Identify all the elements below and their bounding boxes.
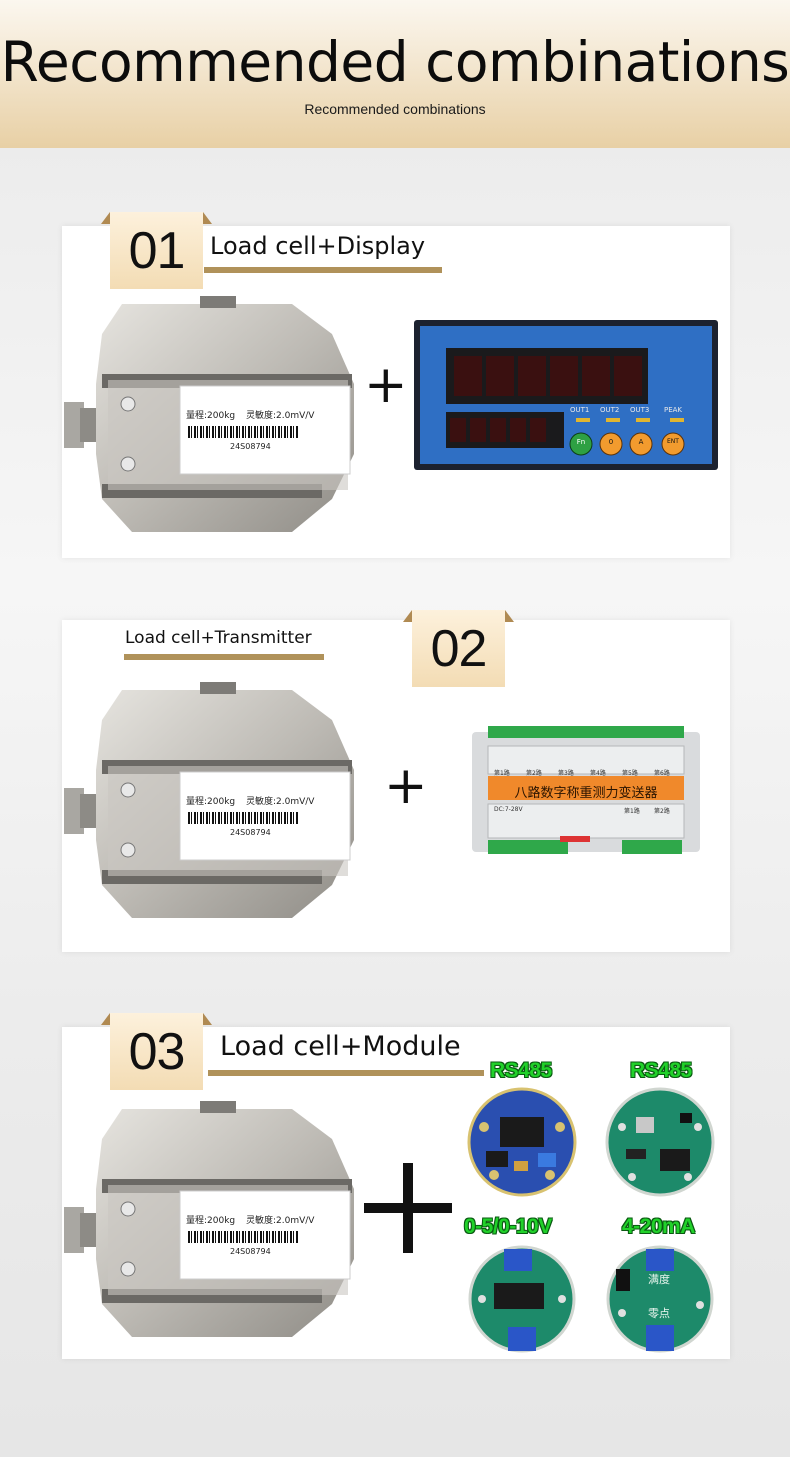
combo-number-badge: 03 bbox=[101, 1013, 212, 1090]
load-cell-barcode bbox=[188, 1231, 298, 1243]
led-label-peak: PEAK bbox=[664, 406, 683, 414]
load-cell-serial-text: 24S08794 bbox=[230, 1247, 271, 1256]
display-button-ent: ENT bbox=[667, 438, 679, 445]
plus-sign: + bbox=[384, 756, 428, 816]
display-button-zero: 0 bbox=[608, 438, 614, 446]
title-underline bbox=[204, 267, 442, 273]
combo-card-2: Load cell+Transmitter 02 量程:200kg 灵敏度:2.… bbox=[62, 610, 730, 952]
combo-title: Load cell+Transmitter bbox=[125, 628, 312, 648]
load-cell-barcode bbox=[188, 812, 298, 824]
transmitter-module-image bbox=[472, 726, 700, 854]
display-button-fn: Fn bbox=[576, 438, 586, 446]
transmitter-channel-5: 第5路 bbox=[622, 770, 638, 777]
combo-number-badge: 02 bbox=[403, 610, 514, 687]
transmitter-power-text: DC:7-28V bbox=[494, 806, 523, 813]
module-label-rs485-2: RS485 bbox=[630, 1059, 692, 1082]
led-label-out2: OUT2 bbox=[600, 406, 620, 414]
load-cell-range-text: 量程:200kg bbox=[186, 411, 236, 421]
page-subtitle: Recommended combinations bbox=[304, 101, 486, 117]
load-cell-sensitivity-text: 灵敏度:2.0mV/V bbox=[246, 797, 315, 807]
load-cell-barcode bbox=[188, 426, 298, 438]
voltage-module-image bbox=[468, 1245, 576, 1353]
weighing-display-image bbox=[414, 320, 718, 470]
pot-label-full-scale: 满度 bbox=[648, 1273, 670, 1286]
transmitter-channel-1: 第1路 bbox=[494, 770, 510, 777]
led-label-out1: OUT1 bbox=[570, 406, 590, 414]
transmitter-channel-6: 第6路 bbox=[654, 770, 670, 777]
header-banner: Recommended combinations Recommended com… bbox=[0, 0, 790, 148]
combo-card-3: 03 Load cell+Module 量程:200kg 灵敏度:2.0mV/V… bbox=[62, 1013, 730, 1359]
transmitter-banner-text: 八路数字称重测力变送器 bbox=[514, 786, 658, 801]
load-cell-serial-text: 24S08794 bbox=[230, 442, 271, 451]
display-button-a: A bbox=[638, 438, 644, 446]
current-module-image bbox=[606, 1245, 714, 1353]
rs485-module-blue-image bbox=[467, 1087, 577, 1197]
rs485-module-green-image bbox=[605, 1087, 715, 1197]
combo-card-1: 01 Load cell+Display 量程:200kg 灵敏度:2.0mV/… bbox=[62, 212, 730, 558]
transmitter-channel-2: 第2路 bbox=[526, 770, 542, 777]
combo-title: Load cell+Module bbox=[220, 1031, 461, 1062]
s-type-load-cell-image bbox=[64, 1101, 354, 1337]
combo-number-badge: 01 bbox=[101, 212, 212, 289]
load-cell-sensitivity-text: 灵敏度:2.0mV/V bbox=[246, 411, 315, 421]
module-label-current: 4-20mA bbox=[622, 1215, 695, 1238]
page-title: Recommended combinations bbox=[0, 30, 790, 94]
load-cell-range-text: 量程:200kg bbox=[186, 1216, 236, 1226]
pot-label-zero: 零点 bbox=[648, 1307, 670, 1320]
combo-title: Load cell+Display bbox=[210, 232, 426, 260]
plus-sign: + bbox=[364, 355, 408, 415]
transmitter-channel-4: 第4路 bbox=[590, 770, 606, 777]
load-cell-range-text: 量程:200kg bbox=[186, 797, 236, 807]
plus-sign-large bbox=[364, 1163, 452, 1253]
module-label-voltage: 0-5/0-10V bbox=[464, 1215, 552, 1238]
transmitter-channel-3: 第3路 bbox=[558, 770, 574, 777]
led-label-out3: OUT3 bbox=[630, 406, 650, 414]
transmitter-bottom-channel-2: 第2路 bbox=[654, 808, 670, 815]
module-label-rs485-1: RS485 bbox=[490, 1059, 552, 1082]
title-underline bbox=[124, 654, 324, 660]
title-underline bbox=[208, 1070, 484, 1076]
load-cell-sensitivity-text: 灵敏度:2.0mV/V bbox=[246, 1216, 315, 1226]
load-cell-serial-text: 24S08794 bbox=[230, 828, 271, 837]
transmitter-bottom-channel-1: 第1路 bbox=[624, 808, 640, 815]
